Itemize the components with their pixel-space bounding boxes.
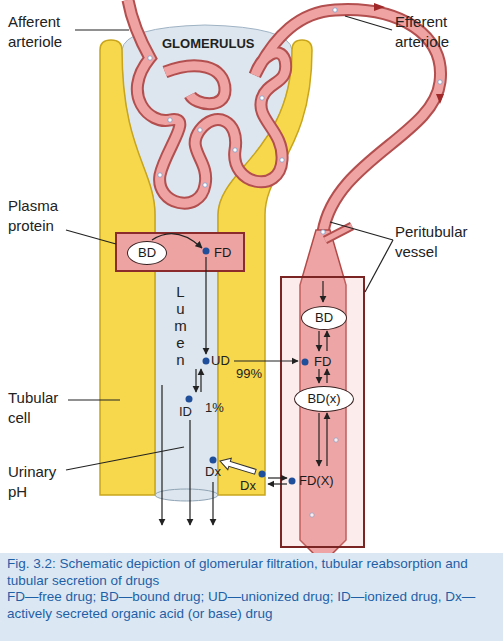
leader-line — [68, 399, 120, 400]
drug-dot — [210, 457, 217, 464]
tubule-opening — [155, 489, 218, 501]
drug-dot — [259, 471, 266, 478]
flow-arrowhead — [436, 94, 444, 104]
part-label: Efferent arteriole — [395, 12, 495, 52]
flow-arrowhead — [374, 3, 385, 11]
blood-cell — [158, 173, 162, 177]
drug-label: UD — [211, 353, 230, 369]
active-secretion-arrow — [218, 455, 257, 477]
drug-label: BD(x) — [307, 391, 340, 407]
excretion-arrow — [212, 482, 213, 525]
vessel-branch — [325, 226, 352, 240]
blood-cells — [148, 8, 442, 572]
figure-caption: Fig. 3.2: Schematic depiction of glomeru… — [7, 556, 496, 589]
blood-cell — [168, 118, 172, 122]
drug-label: Dx — [240, 478, 256, 494]
caption-key: FD—free drug; BD—bound drug; UD—unionize… — [7, 589, 496, 622]
blood-cell — [280, 158, 284, 162]
equilibrium-arrow — [200, 369, 201, 392]
bound-drug-ellipse: BD — [127, 241, 167, 265]
drug-dot — [203, 358, 210, 365]
drug-label: BD — [138, 245, 156, 261]
capillary-loop — [128, 0, 441, 232]
blood-cell — [203, 183, 207, 187]
leader-line — [66, 447, 184, 470]
blood-cell — [198, 128, 202, 132]
blood-cell — [233, 148, 237, 152]
part-label: Peritubular vessel — [395, 222, 495, 262]
blood-cell — [148, 56, 152, 60]
leader-line — [66, 230, 116, 244]
capillary-outline — [128, 0, 441, 232]
drug-label: BD — [315, 310, 333, 326]
leader-line — [365, 240, 393, 292]
caption-box: Fig. 3.2: Schematic depiction of glomeru… — [0, 553, 503, 641]
part-label: GLOMERULUS — [162, 36, 254, 52]
excretion-arrow — [189, 420, 190, 525]
part-label: Tubular cell — [8, 388, 68, 428]
percent-label: 99% — [236, 366, 262, 382]
part-label: Urinary pH — [8, 462, 68, 502]
excretion-arrow — [161, 385, 162, 525]
blood-cell — [260, 96, 264, 100]
drug-label: ID — [179, 404, 192, 420]
bound-drug-ellipse: BD(x) — [294, 386, 354, 412]
part-label: Plasma protein — [8, 196, 68, 236]
percent-label: 1% — [205, 400, 224, 416]
part-label: Lumen — [171, 283, 189, 368]
drug-label: Dx — [205, 464, 221, 480]
blood-cell — [438, 80, 442, 84]
leader-line — [75, 29, 129, 30]
drug-label: FD(X) — [299, 473, 334, 489]
blood-cell — [333, 8, 337, 12]
plasma-protein-box: FD BD — [115, 232, 245, 272]
leader-line — [330, 222, 393, 240]
drug-label: FD — [214, 245, 231, 261]
peritubular-box: FD FD(X) BD BD(x) — [280, 276, 365, 548]
leader-line — [345, 16, 392, 30]
vessel-branch — [325, 226, 352, 240]
equilibrium-arrow — [195, 369, 196, 392]
drug-label: FD — [314, 354, 331, 370]
part-label: Afferent arteriole — [8, 12, 88, 52]
drug-dot — [186, 396, 193, 403]
bound-drug-ellipse: BD — [301, 306, 347, 330]
blood-cell — [321, 230, 325, 234]
